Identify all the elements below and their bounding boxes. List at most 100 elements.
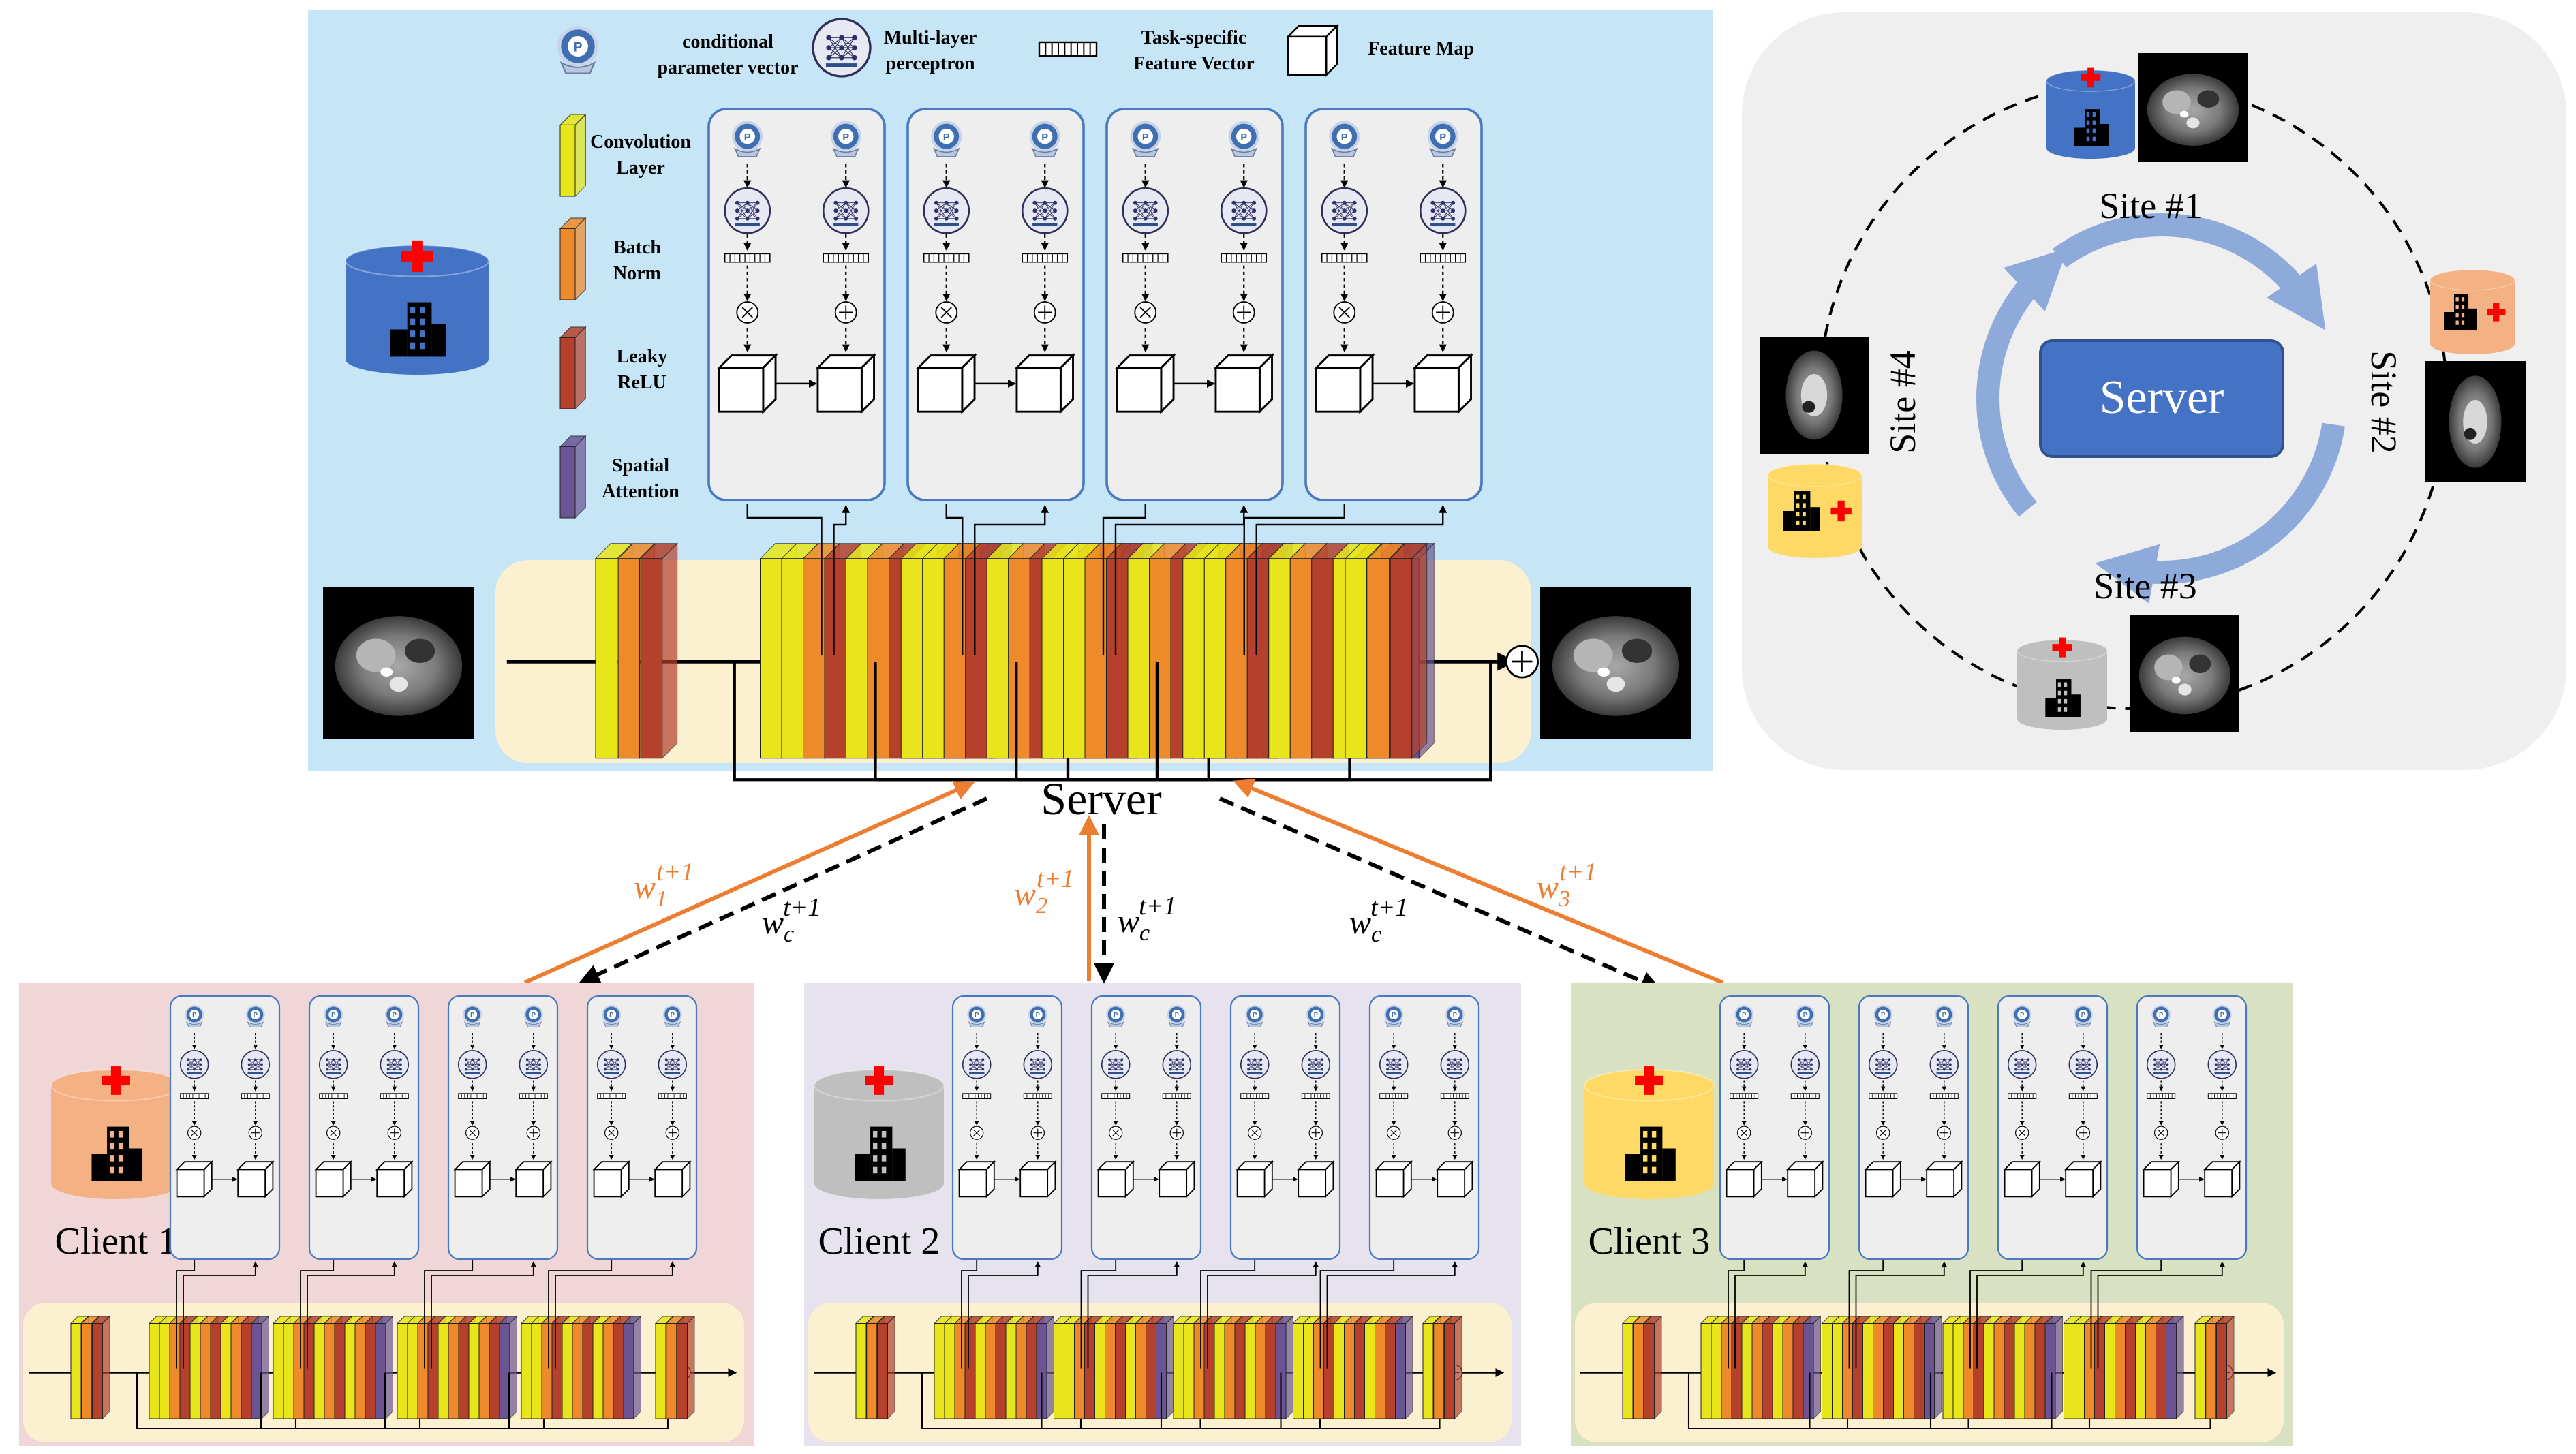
feature-map-icon xyxy=(957,1160,996,1198)
multiply-operator-icon xyxy=(1109,1126,1123,1140)
conditional-vector-glyph: P xyxy=(532,1012,536,1019)
feature-map-icon xyxy=(1375,1160,1413,1198)
add-operator-icon xyxy=(1033,301,1056,324)
feature-map-icon xyxy=(1412,353,1474,414)
conditional-vector-glyph: P xyxy=(1881,1012,1885,1019)
backbone-to-module-connector xyxy=(1855,1261,1948,1369)
site4-hospital-icon xyxy=(1767,463,1862,558)
conditional-vector-icon: P xyxy=(662,1005,682,1027)
backbone-layer xyxy=(1274,1315,1294,1420)
task-feature-vector-icon xyxy=(458,1093,487,1099)
server-hospital-icon xyxy=(344,240,490,375)
mlp-icon xyxy=(596,1050,626,1079)
conditional-vector-glyph: P xyxy=(1175,1012,1179,1019)
mlp-icon xyxy=(962,1050,992,1079)
conditional-vector-icon: P xyxy=(1427,121,1458,157)
mlp-icon xyxy=(1021,187,1069,234)
task-feature-vector-icon xyxy=(1162,1093,1191,1099)
backbone-layer xyxy=(1035,1315,1055,1420)
task-feature-vector-icon xyxy=(962,1093,992,1099)
conditional-vector-glyph: P xyxy=(1942,1012,1946,1019)
task-feature-vector-icon xyxy=(241,1093,270,1099)
feature-map-icon xyxy=(515,1160,553,1198)
add-operator-icon xyxy=(1798,1126,1812,1140)
backbone-to-module-connector xyxy=(1734,1261,1809,1369)
add-operator-icon xyxy=(665,1126,679,1140)
conditional-vector-glyph: P xyxy=(1439,132,1446,143)
mlp-icon xyxy=(1419,187,1467,234)
legend-feature-map-label: Feature Map xyxy=(1368,38,1474,59)
feature-map-icon xyxy=(2064,1160,2102,1198)
mlp-icon xyxy=(179,1050,209,1079)
task-feature-vector-icon xyxy=(597,1093,626,1099)
module-to-backbone-connector xyxy=(1200,1260,1256,1369)
feature-map-icon xyxy=(716,353,778,414)
module-frame xyxy=(1090,995,1202,1260)
multiply-operator-icon xyxy=(187,1126,202,1140)
feature-map-icon xyxy=(1925,1160,1963,1198)
task-feature-vector-icon xyxy=(1321,253,1368,263)
backbone-layer xyxy=(622,1315,642,1420)
multiply-operator-icon xyxy=(1248,1126,1262,1140)
output-ct-scan xyxy=(1540,587,1691,739)
backbone-to-module-connector xyxy=(833,504,850,655)
ring-rotation-arrow xyxy=(1976,247,2068,517)
feature-map-icon xyxy=(1436,1160,1474,1198)
add-operator-icon xyxy=(2076,1126,2090,1140)
conditional-vector-icon: P xyxy=(1028,1005,1047,1027)
residual-connection xyxy=(1155,662,1492,782)
client1-upload-arrow xyxy=(523,781,975,985)
backbone-to-module-connector xyxy=(1114,504,1248,655)
legend-attention-swatch xyxy=(559,435,587,519)
conditional-vector-glyph: P xyxy=(2159,1012,2163,1019)
client3-download-arrow xyxy=(1218,796,1661,991)
conditional-vector-icon: P xyxy=(185,1005,204,1027)
task-feature-vector-icon xyxy=(1023,1093,1052,1099)
add-operator-icon xyxy=(387,1126,401,1140)
mlp-icon xyxy=(457,1050,487,1079)
backbone-layer xyxy=(91,1315,111,1420)
client-label: Client 1 xyxy=(55,1220,177,1263)
mlp-icon xyxy=(1023,1050,1053,1079)
legend-task-vector-label-line: Task-specific xyxy=(1141,27,1247,48)
module-to-backbone-connector xyxy=(945,504,964,655)
legend-conditional-vector-label-line: conditional xyxy=(682,31,773,52)
feature-map-icon xyxy=(592,1160,630,1198)
conditional-vector-glyph: P xyxy=(943,132,950,143)
segmentation-backbone xyxy=(23,1303,744,1442)
client3-download-weight: wct+1 xyxy=(1349,893,1408,947)
backbone-layer xyxy=(1389,542,1428,759)
feature-map-icon xyxy=(236,1160,275,1198)
conditional-vector-icon: P xyxy=(384,1005,404,1027)
legend-mlp-label-line: Multi-layer xyxy=(884,27,977,48)
backbone-to-module-connector xyxy=(1207,1261,1319,1369)
feature-map-icon xyxy=(915,353,977,414)
conditional-vector-icon: P xyxy=(1445,1005,1465,1027)
site4-label: Site #4 xyxy=(1882,350,1923,454)
legend-conditional-vector-label-line: parameter vector xyxy=(657,57,798,78)
conditional-vector-glyph: P xyxy=(1341,132,1348,143)
feature-map-icon xyxy=(815,353,877,414)
backbone-layer xyxy=(1443,1315,1463,1420)
backbone-layer xyxy=(498,1315,518,1420)
client-hospital-icon xyxy=(1584,1066,1715,1199)
mlp-icon xyxy=(1729,1050,1759,1079)
module-frame xyxy=(1304,108,1483,501)
legend-conv-swatch xyxy=(559,113,587,198)
task-feature-vector-icon xyxy=(923,253,970,263)
add-operator-icon xyxy=(1447,1126,1462,1140)
conditional-vector-icon: P xyxy=(1130,121,1161,157)
client1-download-arrow xyxy=(579,796,988,984)
legend-relu-label-line: ReLU xyxy=(617,372,666,393)
backbone-to-module-connector xyxy=(1255,504,1447,655)
client2-upload-weight: w2t+1 xyxy=(1014,865,1074,918)
conditional-vector-glyph: P xyxy=(573,40,582,55)
mlp-icon xyxy=(1929,1050,1959,1079)
feature-map-icon xyxy=(1297,1160,1335,1198)
